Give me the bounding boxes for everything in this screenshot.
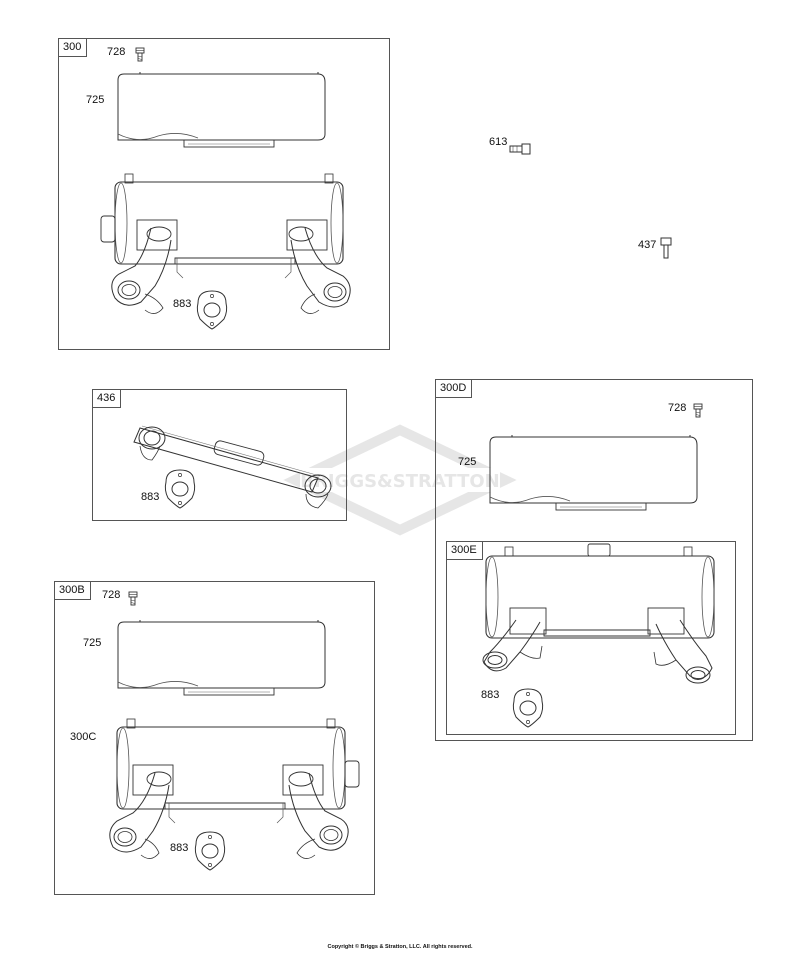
copyright-text: Copyright © Briggs & Stratton, LLC. All … (327, 944, 473, 950)
watermark-text: BRIGGS&STRATTON (300, 471, 499, 492)
box-300d-tag: 300D (436, 380, 473, 398)
label-728: 728 (107, 46, 126, 58)
label-883-c: 883 (170, 842, 189, 854)
box-300: 300 (58, 38, 390, 350)
crossover-pipe-436 (133, 425, 332, 509)
label-725-c: 725 (458, 456, 477, 468)
label-883: 883 (173, 298, 192, 310)
label-300c: 300C (70, 731, 97, 743)
bolt-613-icon (509, 143, 531, 155)
label-437: 437 (638, 239, 657, 251)
box-436-tag: 436 (93, 390, 122, 408)
watermark-logo: BRIGGS&STRATTON (283, 424, 517, 536)
box-300-tag: 300 (59, 39, 88, 57)
label-728-b: 728 (102, 589, 121, 601)
muffler-300e (482, 543, 715, 684)
label-613: 613 (489, 136, 508, 148)
box-300e: 300E (446, 541, 736, 735)
bolt-437-icon (660, 237, 672, 259)
label-883-b: 883 (141, 491, 160, 503)
box-300b: 300B (54, 581, 375, 895)
box-436: 436 (92, 389, 347, 521)
box-300e-tag: 300E (447, 542, 483, 560)
box-300b-tag: 300B (55, 582, 91, 600)
label-883-d: 883 (481, 689, 500, 701)
box-300d: 300D (435, 379, 753, 741)
label-725-b: 725 (83, 637, 102, 649)
label-728-c: 728 (668, 402, 687, 414)
label-725: 725 (86, 94, 105, 106)
